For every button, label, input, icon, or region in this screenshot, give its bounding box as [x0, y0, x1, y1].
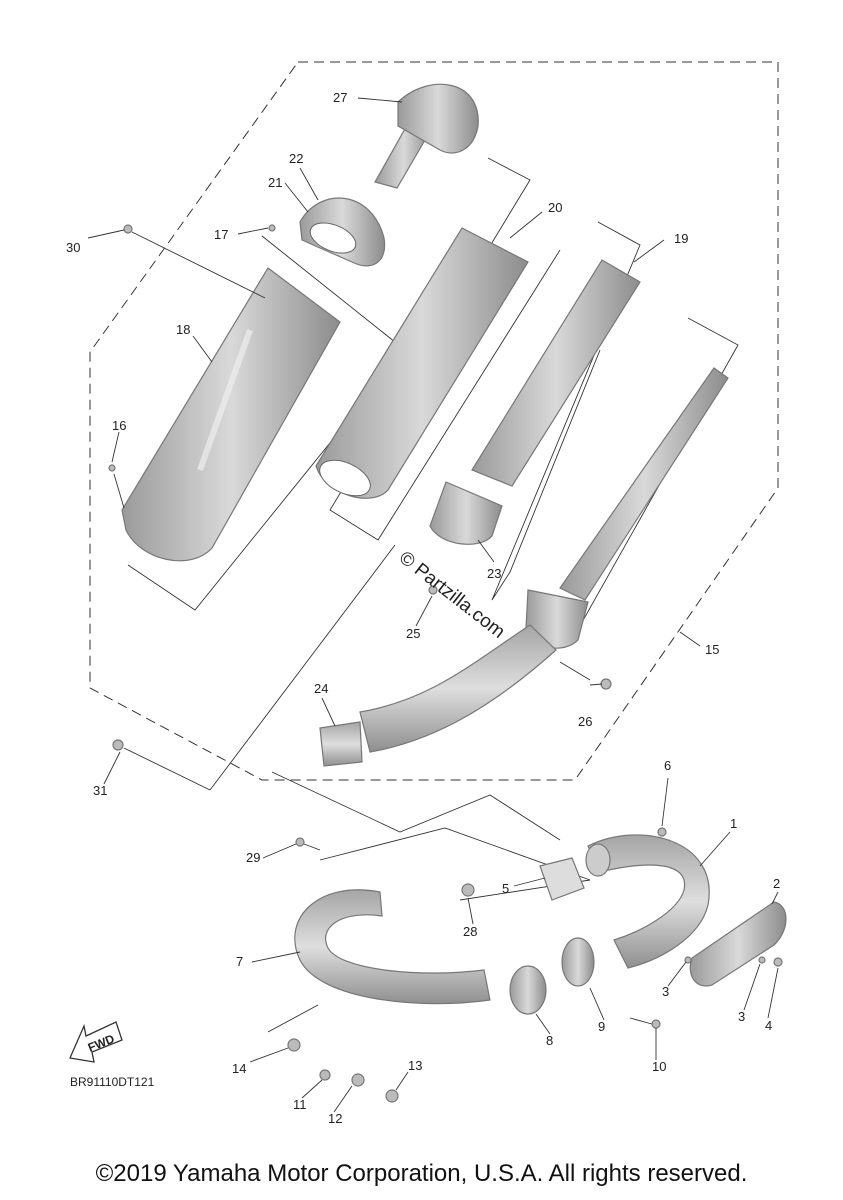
nut-26 [600, 678, 612, 690]
joint-8 [509, 965, 547, 1015]
bolt-31 [112, 739, 124, 751]
clamp-9 [561, 937, 595, 987]
guard-2 [689, 901, 787, 987]
copyright-notice: ©2019 Yamaha Motor Corporation, U.S.A. A… [95, 1160, 748, 1187]
callout-8: 8 [546, 1033, 553, 1048]
callout-6: 6 [664, 758, 671, 773]
bolt-4 [773, 957, 783, 967]
bolt-11 [319, 1069, 331, 1081]
bolt-29 [295, 837, 305, 847]
tail-pipe [319, 367, 729, 767]
callout-17: 17 [214, 227, 228, 242]
nut-25 [428, 585, 438, 595]
callout-15: 15 [705, 642, 719, 657]
callout-21: 21 [268, 175, 282, 190]
callout-30: 30 [66, 240, 80, 255]
callout-13: 13 [408, 1058, 422, 1073]
diagram-code: BR91110DT121 [70, 1075, 155, 1089]
assembly-outline [89, 61, 779, 781]
callout-10: 10 [652, 1059, 666, 1074]
callout-9: 9 [598, 1019, 605, 1034]
callout-14: 14 [232, 1061, 246, 1076]
leader-lines [87, 97, 779, 1113]
screw-16 [108, 464, 116, 472]
callout-24: 24 [314, 681, 328, 696]
callout-12: 12 [328, 1111, 342, 1126]
callout-labels: 1 2 3 3 4 5 6 7 8 9 10 11 12 13 14 15 16… [66, 90, 780, 1126]
callout-19: 19 [674, 231, 688, 246]
callout-5: 5 [502, 881, 509, 896]
callout-3b: 3 [738, 1009, 745, 1024]
callout-7: 7 [236, 954, 243, 969]
callout-1: 1 [730, 816, 737, 831]
callout-28: 28 [463, 924, 477, 939]
fwd-arrow-icon: FWD [69, 1021, 123, 1063]
muffler-body [121, 267, 341, 562]
callout-3a: 3 [662, 984, 669, 999]
gasket-5 [539, 857, 585, 901]
outer-shell [315, 227, 529, 499]
washer-3a [684, 956, 692, 964]
bracket-tail-pipe [571, 317, 739, 641]
callout-25: 25 [406, 626, 420, 641]
callout-23: 23 [487, 566, 501, 581]
callout-22: 22 [289, 151, 303, 166]
screw-17 [268, 224, 276, 232]
bolt-10 [651, 1019, 661, 1029]
gasket-28 [461, 883, 475, 897]
nut-14 [287, 1038, 301, 1052]
exhaust-pipe-1 [585, 834, 710, 969]
callout-18: 18 [176, 322, 190, 337]
callout-29: 29 [246, 850, 260, 865]
nut-6 [657, 827, 667, 837]
callout-4: 4 [765, 1018, 772, 1033]
callout-26: 26 [578, 714, 592, 729]
bracket-head-lower [209, 544, 561, 841]
bracket-head-joint [267, 827, 591, 1033]
callout-11: 11 [293, 1097, 307, 1112]
washer-3b [758, 956, 766, 964]
exhaust-pipe-7 [294, 889, 491, 1005]
callout-31: 31 [93, 783, 107, 798]
inner-pipe [429, 259, 641, 545]
bracket-inner-pipe [491, 221, 641, 601]
callout-16: 16 [112, 418, 126, 433]
bracket-outer-shell [329, 157, 561, 541]
callout-2: 2 [773, 876, 780, 891]
callout-27: 27 [333, 90, 347, 105]
bolt-13 [385, 1089, 399, 1103]
nut-12 [351, 1073, 365, 1087]
bolt-30 [123, 224, 133, 234]
cap-grommet [299, 197, 386, 267]
end-cap [374, 83, 479, 189]
callout-20: 20 [548, 200, 562, 215]
